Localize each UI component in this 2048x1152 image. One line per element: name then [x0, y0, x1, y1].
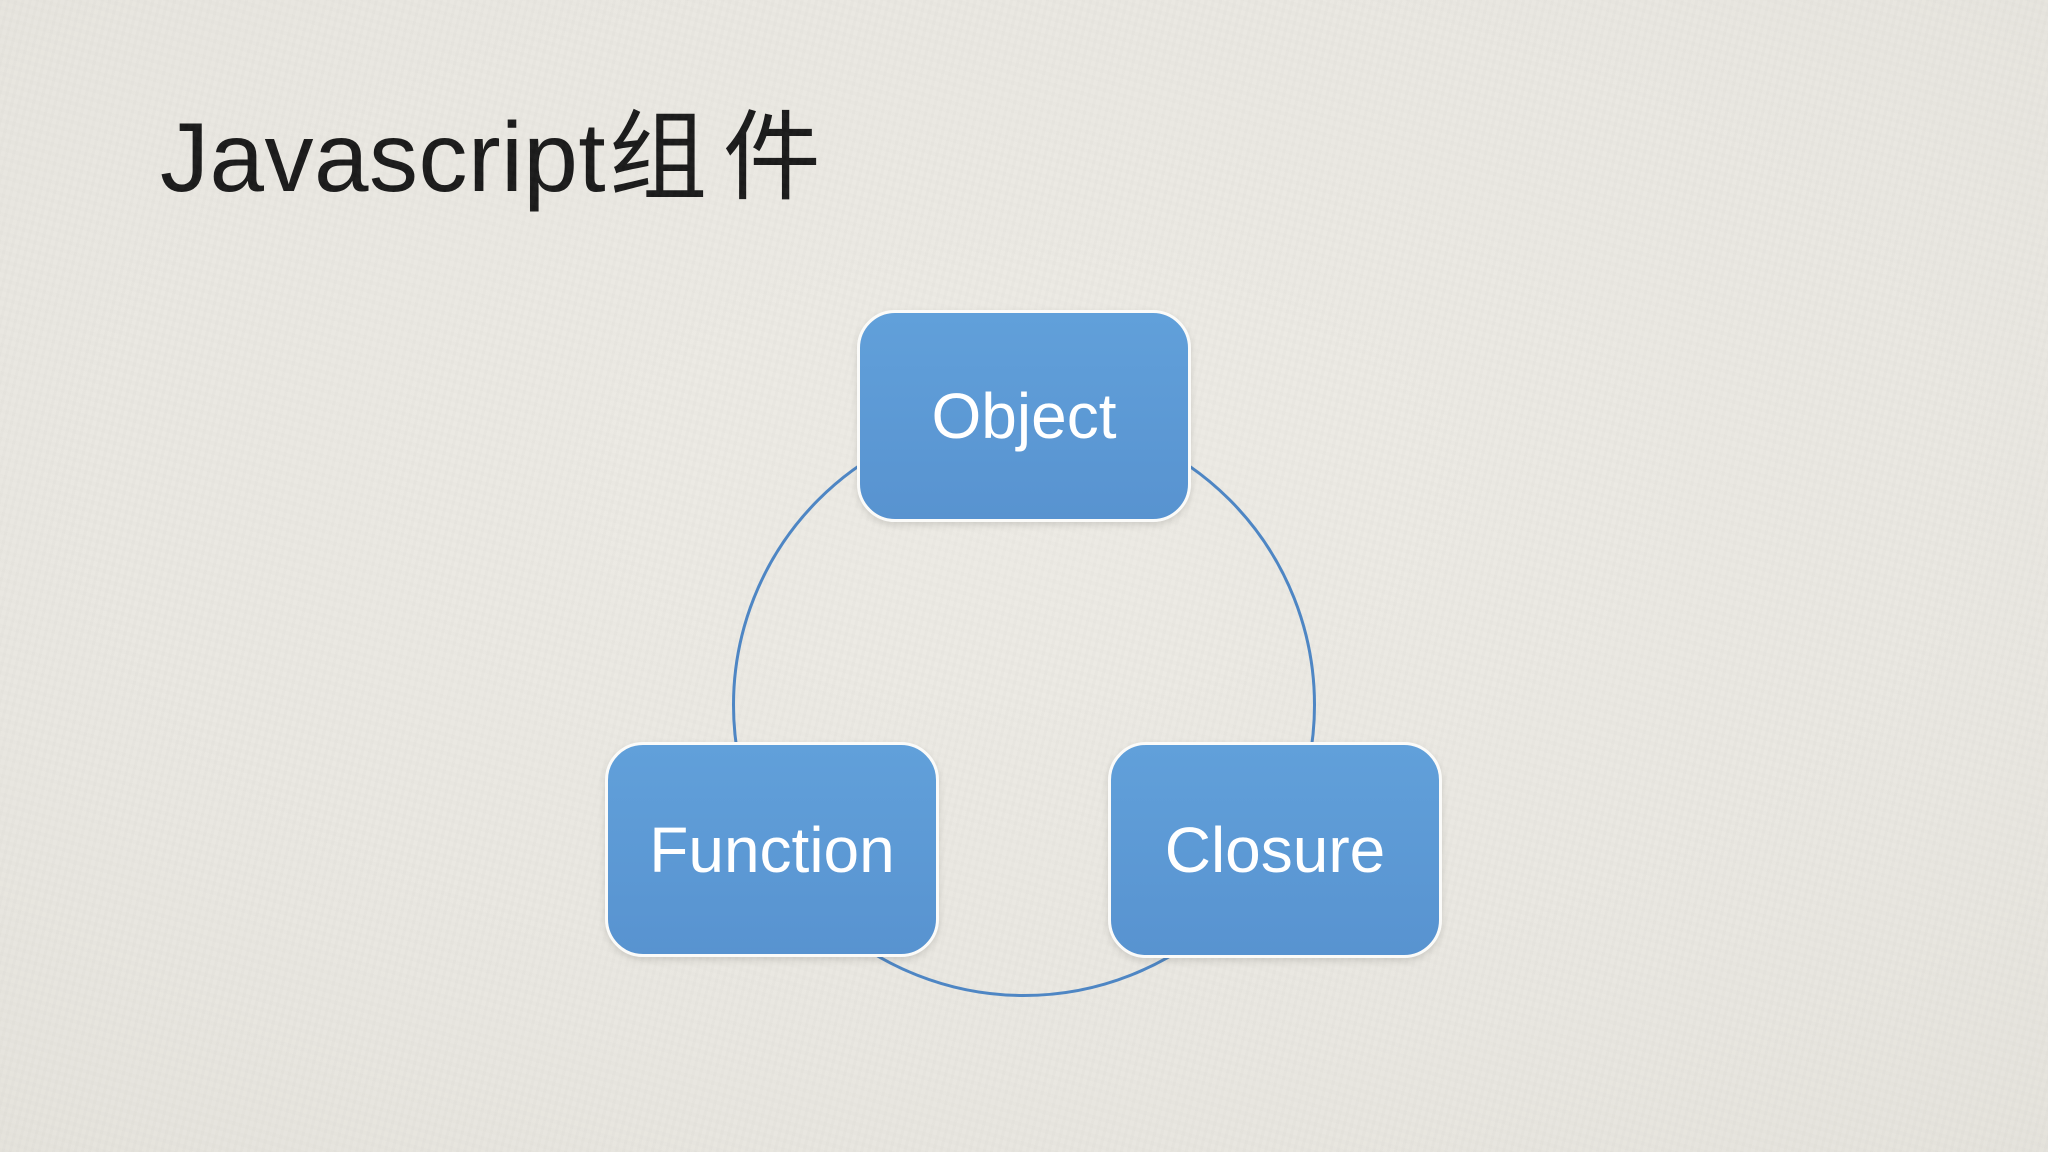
- diagram-node-object-label: Object: [931, 380, 1117, 452]
- slide-title-latin: Javascript: [160, 102, 607, 212]
- diagram-node-function-label: Function: [649, 813, 895, 886]
- diagram-node-closure-label: Closure: [1164, 814, 1386, 886]
- slide-title: Javascript组件: [160, 102, 837, 212]
- diagram-node-closure: Closure: [1108, 742, 1442, 958]
- diagram-node-object: Object: [857, 310, 1191, 522]
- slide-title-cjk: 组件: [609, 102, 837, 212]
- diagram-node-function: Function: [605, 742, 939, 957]
